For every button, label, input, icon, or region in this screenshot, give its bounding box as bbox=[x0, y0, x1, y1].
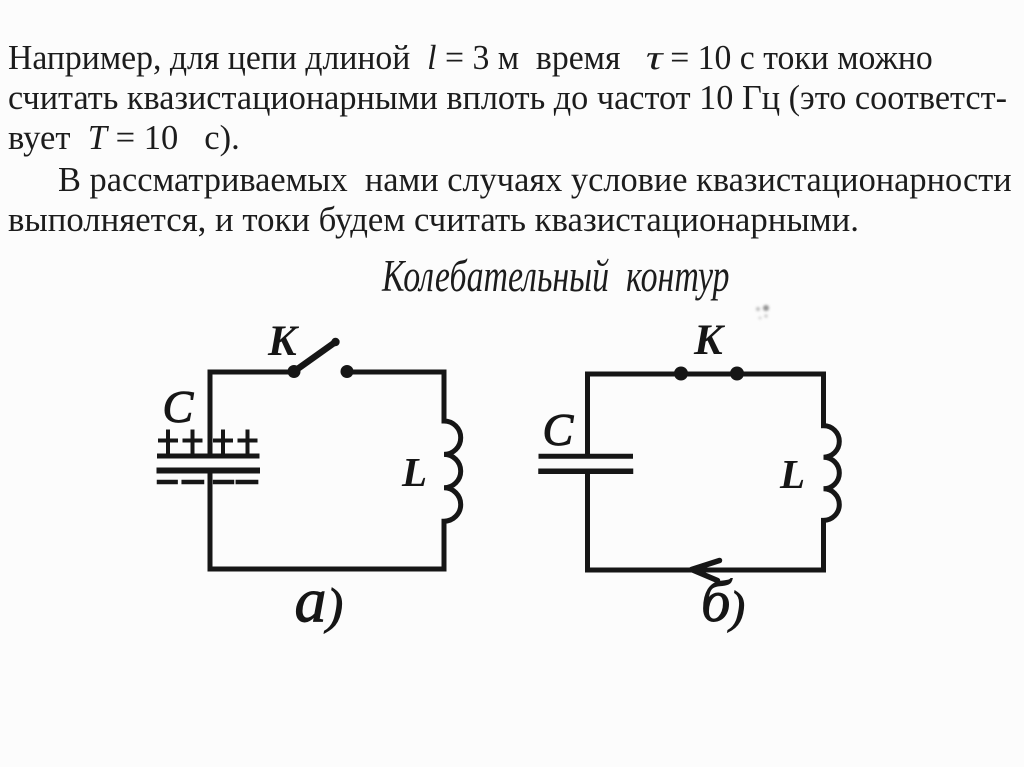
svg-text:L: L bbox=[401, 449, 427, 495]
svg-text:C: C bbox=[543, 404, 575, 455]
svg-text:K: K bbox=[267, 318, 300, 365]
svg-text:а): а) bbox=[295, 565, 344, 636]
svg-text:б): б) bbox=[701, 568, 745, 634]
svg-text:C: C bbox=[163, 381, 195, 432]
svg-text:K: K bbox=[693, 317, 726, 364]
svg-text:L: L bbox=[779, 451, 805, 497]
